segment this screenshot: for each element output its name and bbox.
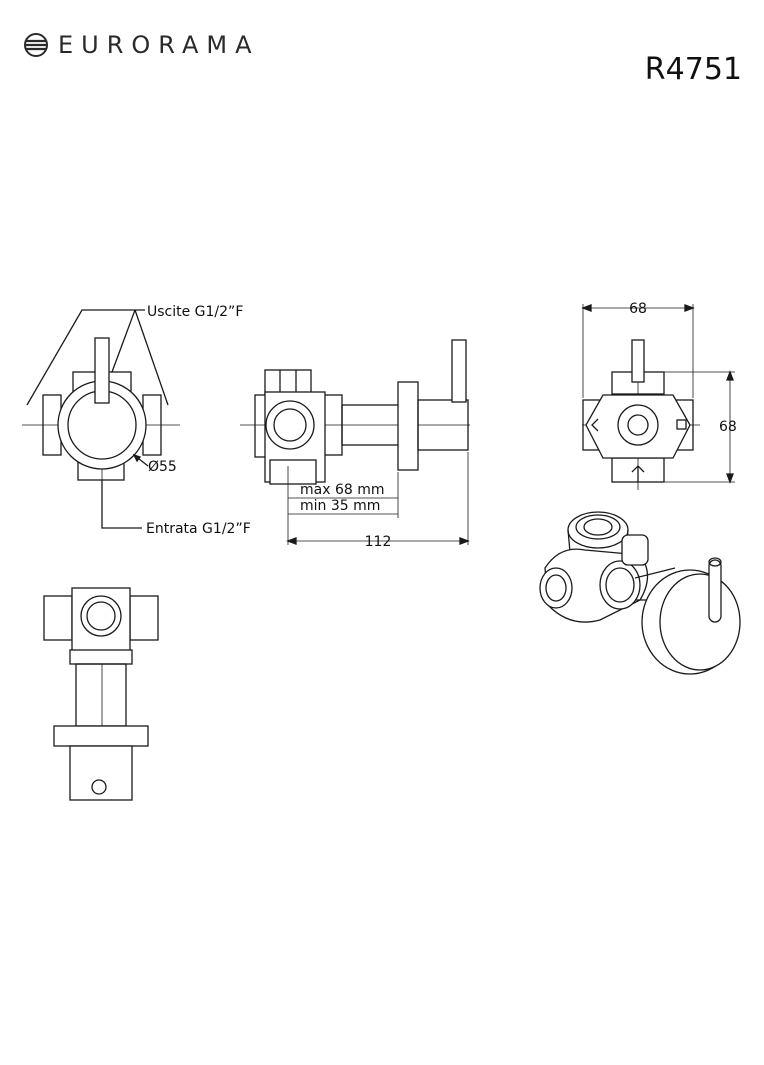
max-depth-label: max 68 mm [300,482,385,498]
top-view [43,587,159,801]
rear-view [581,304,735,490]
length-label: 112 [365,534,392,550]
eurorama-logo-icon [24,33,48,57]
isometric-view [539,511,741,675]
min-depth-label: min 35 mm [300,498,380,514]
front-view [22,309,180,529]
inlet-label: Entrata G1/2”F [146,521,251,537]
side-view [240,339,470,545]
outlets-label: Uscite G1/2”F [147,304,243,320]
product-code: R4751 [644,52,742,87]
width-label: 68 [629,301,647,317]
brand-name: EURORAMA [58,31,260,59]
height-label: 68 [719,419,737,435]
brand: EURORAMA [22,30,260,60]
diameter-label: Ø55 [148,459,177,475]
